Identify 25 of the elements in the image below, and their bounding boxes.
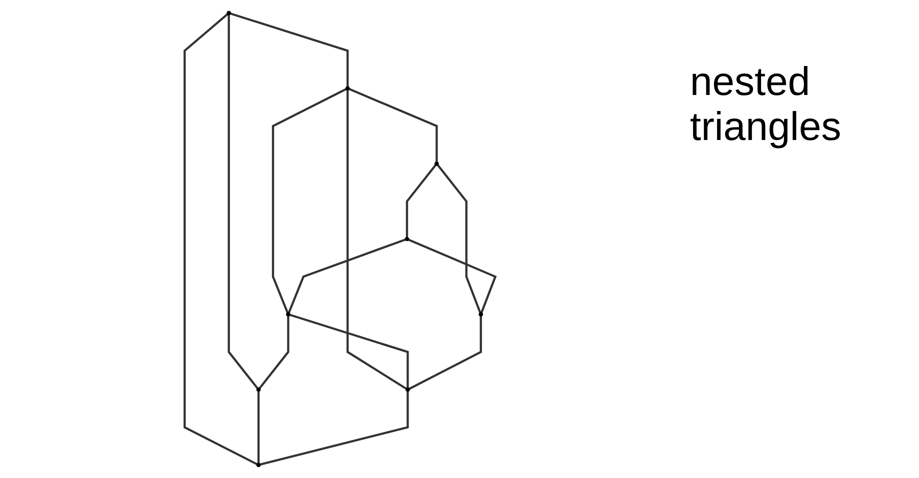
- graph-vertex: [226, 10, 231, 16]
- graph-edge: [408, 316, 482, 390]
- graph-edge: [436, 164, 482, 314]
- graph-edge: [184, 13, 258, 466]
- graph-edge: [260, 391, 409, 466]
- graph-vertex: [478, 312, 484, 316]
- graph-vertex: [404, 236, 410, 242]
- graph-vertex: [345, 86, 350, 91]
- graph-edge: [228, 14, 258, 390]
- graph-edge: [348, 88, 438, 162]
- graph-vertex: [286, 312, 290, 316]
- graph-edge: [288, 238, 406, 314]
- graph-edge: [406, 164, 437, 238]
- graph-vertex: [434, 162, 439, 166]
- graph-edge: [289, 314, 409, 388]
- graph-edge: [408, 238, 497, 314]
- graph-vertex: [256, 462, 261, 468]
- graph-vertex: [256, 387, 261, 392]
- graph-edge: [257, 391, 260, 464]
- diagram-label: nested triangles: [690, 60, 842, 150]
- graph-edge: [230, 12, 349, 87]
- graph-vertex: [406, 387, 410, 392]
- graph-edge: [272, 88, 347, 314]
- graph-edge: [258, 316, 290, 390]
- graph-edge: [346, 90, 408, 390]
